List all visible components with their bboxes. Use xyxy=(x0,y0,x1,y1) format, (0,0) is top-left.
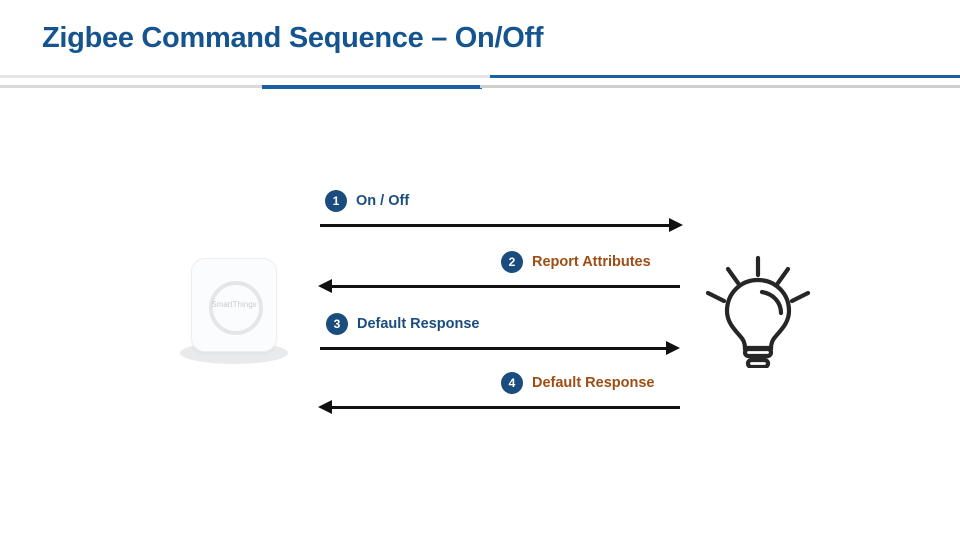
sequence-arrow-2 xyxy=(318,279,680,295)
hub-body: SmartThings xyxy=(191,258,277,352)
sequence-row-1: 1 On / Off xyxy=(0,190,960,236)
step-badge-3: 3 xyxy=(326,313,348,335)
hub-ring xyxy=(209,281,263,335)
step-label-2: Report Attributes xyxy=(532,254,651,270)
step-badge-4: 4 xyxy=(501,372,523,394)
sequence-arrow-3 xyxy=(320,341,680,357)
sequence-arrow-1 xyxy=(320,218,683,234)
smartthings-hub-icon: SmartThings xyxy=(178,248,290,370)
step-label-4: Default Response xyxy=(532,375,655,391)
sequence-row-2: 2 Report Attributes xyxy=(0,251,960,297)
header-rule-bottom-grey-left xyxy=(0,85,264,88)
step-badge-2: 2 xyxy=(501,251,523,273)
sequence-row-4: 4 Default Response xyxy=(0,372,960,418)
sequence-row-3: 3 Default Response xyxy=(0,313,960,359)
header-rule-top-grey xyxy=(0,75,492,78)
hub-brand-label: SmartThings xyxy=(211,300,257,309)
step-badge-1: 1 xyxy=(325,190,347,212)
step-label-1: On / Off xyxy=(356,193,410,209)
header-rule-top-blue xyxy=(490,75,960,78)
slide-header: Zigbee Command Sequence – On/Off xyxy=(0,0,960,95)
sequence-label-3: 3 Default Response xyxy=(326,313,479,335)
light-bulb-icon xyxy=(698,248,818,370)
step-label-3: Default Response xyxy=(357,316,480,332)
sequence-label-2: 2 Report Attributes xyxy=(501,251,651,273)
sequence-label-4: 4 Default Response xyxy=(501,372,654,394)
header-rule-bottom-grey-right xyxy=(480,85,960,88)
sequence-label-1: 1 On / Off xyxy=(325,190,409,212)
sequence-arrow-4 xyxy=(318,400,680,416)
page-title: Zigbee Command Sequence – On/Off xyxy=(42,22,544,54)
header-rule-bottom-blue xyxy=(262,85,482,89)
